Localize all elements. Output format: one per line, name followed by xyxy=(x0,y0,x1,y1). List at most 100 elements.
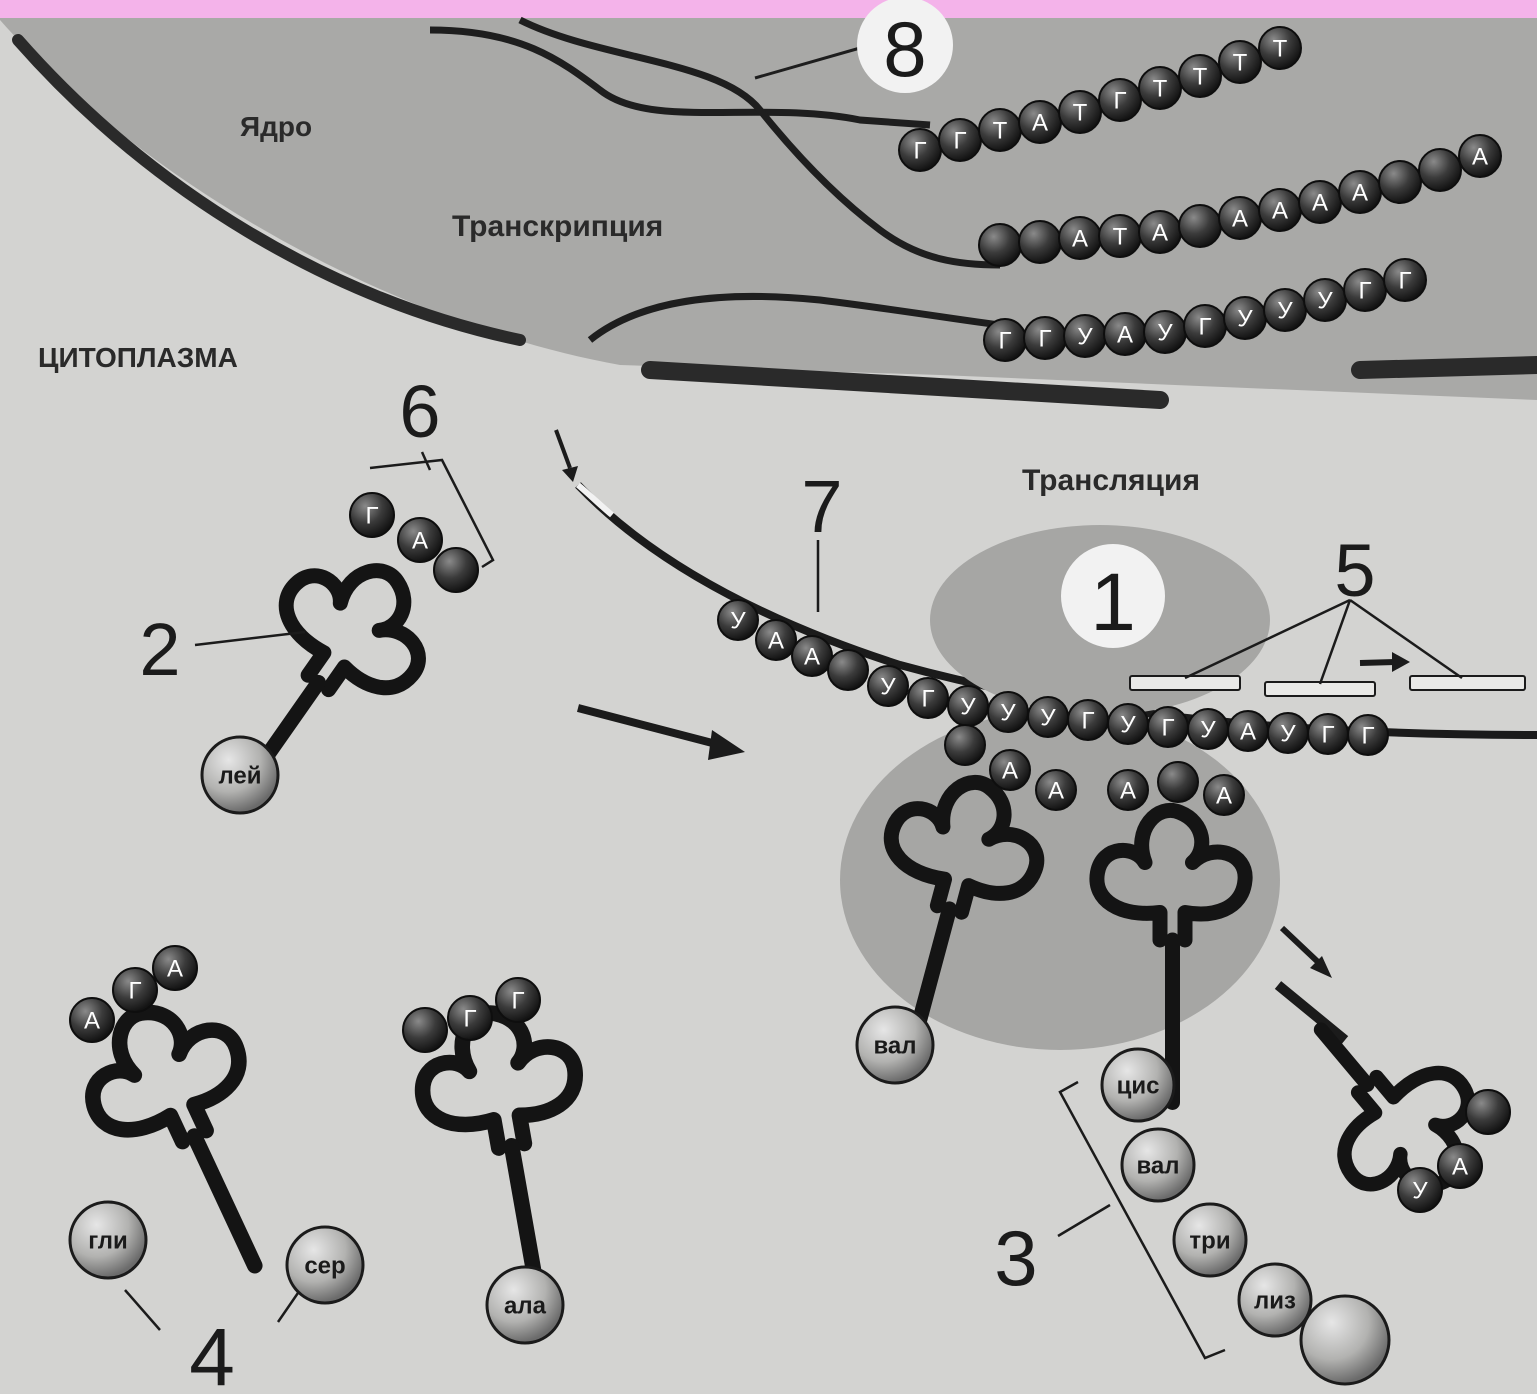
nucleotide-letter: Г xyxy=(512,988,525,1015)
mrna-bead: Г xyxy=(1068,700,1108,740)
anticodon-bead: А xyxy=(1438,1144,1482,1188)
dna-bead xyxy=(1179,205,1221,247)
dna-bead: Т xyxy=(1059,91,1101,133)
nucleotide-letter: Т xyxy=(1153,76,1168,103)
nucleotide-letter: У xyxy=(960,694,976,721)
amino-acid-next xyxy=(1301,1296,1389,1384)
nucleotide-letter: Г xyxy=(1114,88,1127,115)
dna-bead: Г xyxy=(899,129,941,171)
anticodon-bead xyxy=(1466,1090,1510,1134)
nucleotide-letter: У xyxy=(1412,1178,1428,1205)
anticodon-bead xyxy=(945,725,985,765)
nucleotide-bead xyxy=(434,548,478,592)
nucleotide-letter: А xyxy=(1272,198,1288,225)
mrna-bead: Г xyxy=(1148,707,1188,747)
dna-bead: А xyxy=(1339,171,1381,213)
nucleotide-letter: У xyxy=(1000,700,1016,727)
amino-acid-label: лиз xyxy=(1254,1288,1296,1315)
dna-bead: А xyxy=(1139,211,1181,253)
anticodon-bead: А xyxy=(1108,770,1148,810)
mrna-bead: Г xyxy=(1344,269,1386,311)
mrna-bead: У xyxy=(1268,713,1308,753)
mrna-bead: У xyxy=(868,666,908,706)
amino-acid-cys: цис xyxy=(1102,1049,1174,1121)
amino-acid-label: ала xyxy=(504,1293,547,1320)
nucleotide-letter: У xyxy=(1157,320,1173,347)
arrow-trna-delivery-head xyxy=(708,730,745,760)
nucleotide-letter: Т xyxy=(1193,64,1208,91)
dna-bead: Т xyxy=(1259,27,1301,69)
nucleotide-letter: Г xyxy=(1039,326,1052,353)
anticodon-bead: Г xyxy=(496,978,540,1022)
nucleotide-letter: Т xyxy=(1273,36,1288,63)
mrna-bead: У xyxy=(1028,697,1068,737)
dna-bead xyxy=(1419,149,1461,191)
number-8: 8 xyxy=(883,5,926,93)
nucleotide-bead xyxy=(1419,149,1461,191)
arrow-ribosome-move xyxy=(1360,662,1395,663)
nucleotide-letter: Г xyxy=(464,1006,477,1033)
trna-stem xyxy=(268,682,318,754)
label-transcription: Транскрипция xyxy=(452,210,663,243)
anticodon-bead xyxy=(434,548,478,592)
nucleotide-letter: Г xyxy=(366,503,379,530)
mrna-bead: Г xyxy=(984,319,1026,361)
mrna-bead: У xyxy=(1108,704,1148,744)
arrow-trna-exit xyxy=(1282,928,1318,962)
nucleotide-letter: У xyxy=(1280,721,1296,748)
label-translation: Трансляция xyxy=(1022,464,1200,497)
anticodon-bead: А xyxy=(398,518,442,562)
nucleotide-bead xyxy=(1158,762,1198,802)
mrna-bead: А xyxy=(756,620,796,660)
anticodon-bead: А xyxy=(1036,770,1076,810)
nucleotide-letter: А xyxy=(84,1008,100,1035)
amino-acid-tri: три xyxy=(1174,1204,1246,1276)
nucleotide-bead xyxy=(1179,205,1221,247)
mrna-bead: У xyxy=(1304,279,1346,321)
anticodon-bead: А xyxy=(990,750,1030,790)
nucleotide-letter: Т xyxy=(1233,50,1248,77)
nucleotide-letter: Г xyxy=(1082,708,1095,735)
nucleotide-letter: Т xyxy=(993,118,1008,145)
dna-bead: А xyxy=(1459,135,1501,177)
amino-acid-label: вал xyxy=(1136,1153,1179,1180)
anticodon-bead: А xyxy=(153,946,197,990)
nucleotide-letter: Г xyxy=(1322,722,1335,749)
dna-bead: Т xyxy=(1219,41,1261,83)
dna-bead: А xyxy=(1059,217,1101,259)
label-cytoplasm: ЦИТОПЛАЗМА xyxy=(38,342,238,373)
arrow-export-head xyxy=(562,466,578,482)
nuclear-envelope-segment xyxy=(1360,365,1537,370)
leader-line-4b xyxy=(278,1290,300,1322)
mrna-bead: Г xyxy=(1308,714,1348,754)
mrna-bead: А xyxy=(1104,313,1146,355)
nucleotide-letter: А xyxy=(1002,758,1018,785)
nucleotide-letter: Т xyxy=(1113,224,1128,251)
nucleotide-bead xyxy=(945,725,985,765)
amino-acid-label: три xyxy=(1189,1228,1230,1255)
nucleotide-letter: У xyxy=(1237,306,1253,333)
amino-acid-leu: лей xyxy=(202,737,278,813)
amino-acid-label: цис xyxy=(1117,1073,1160,1100)
arrow-trna-delivery xyxy=(578,708,720,745)
nucleotide-letter: А xyxy=(1312,190,1328,217)
anticodon-bead: А xyxy=(70,998,114,1042)
dna-bead: А xyxy=(1019,101,1061,143)
nucleotide-bead xyxy=(979,224,1021,266)
nucleotide-letter: А xyxy=(1072,226,1088,253)
nucleotide-letter: Г xyxy=(1362,723,1375,750)
mrna-bead: А xyxy=(1228,711,1268,751)
anticodon-bead xyxy=(1158,762,1198,802)
anticodon-bead: Г xyxy=(350,493,394,537)
nucleotide-letter: А xyxy=(1352,180,1368,207)
leader-line-4a xyxy=(125,1290,160,1330)
dna-bead: А xyxy=(1219,197,1261,239)
nucleotide-letter: Г xyxy=(1399,268,1412,295)
nucleotide-letter: А xyxy=(1152,220,1168,247)
number-6: 6 xyxy=(399,370,440,453)
nucleotide-letter: А xyxy=(1452,1154,1468,1181)
nucleotide-letter: А xyxy=(1032,110,1048,137)
number-7: 7 xyxy=(801,465,842,548)
mrna-bead xyxy=(828,650,868,690)
